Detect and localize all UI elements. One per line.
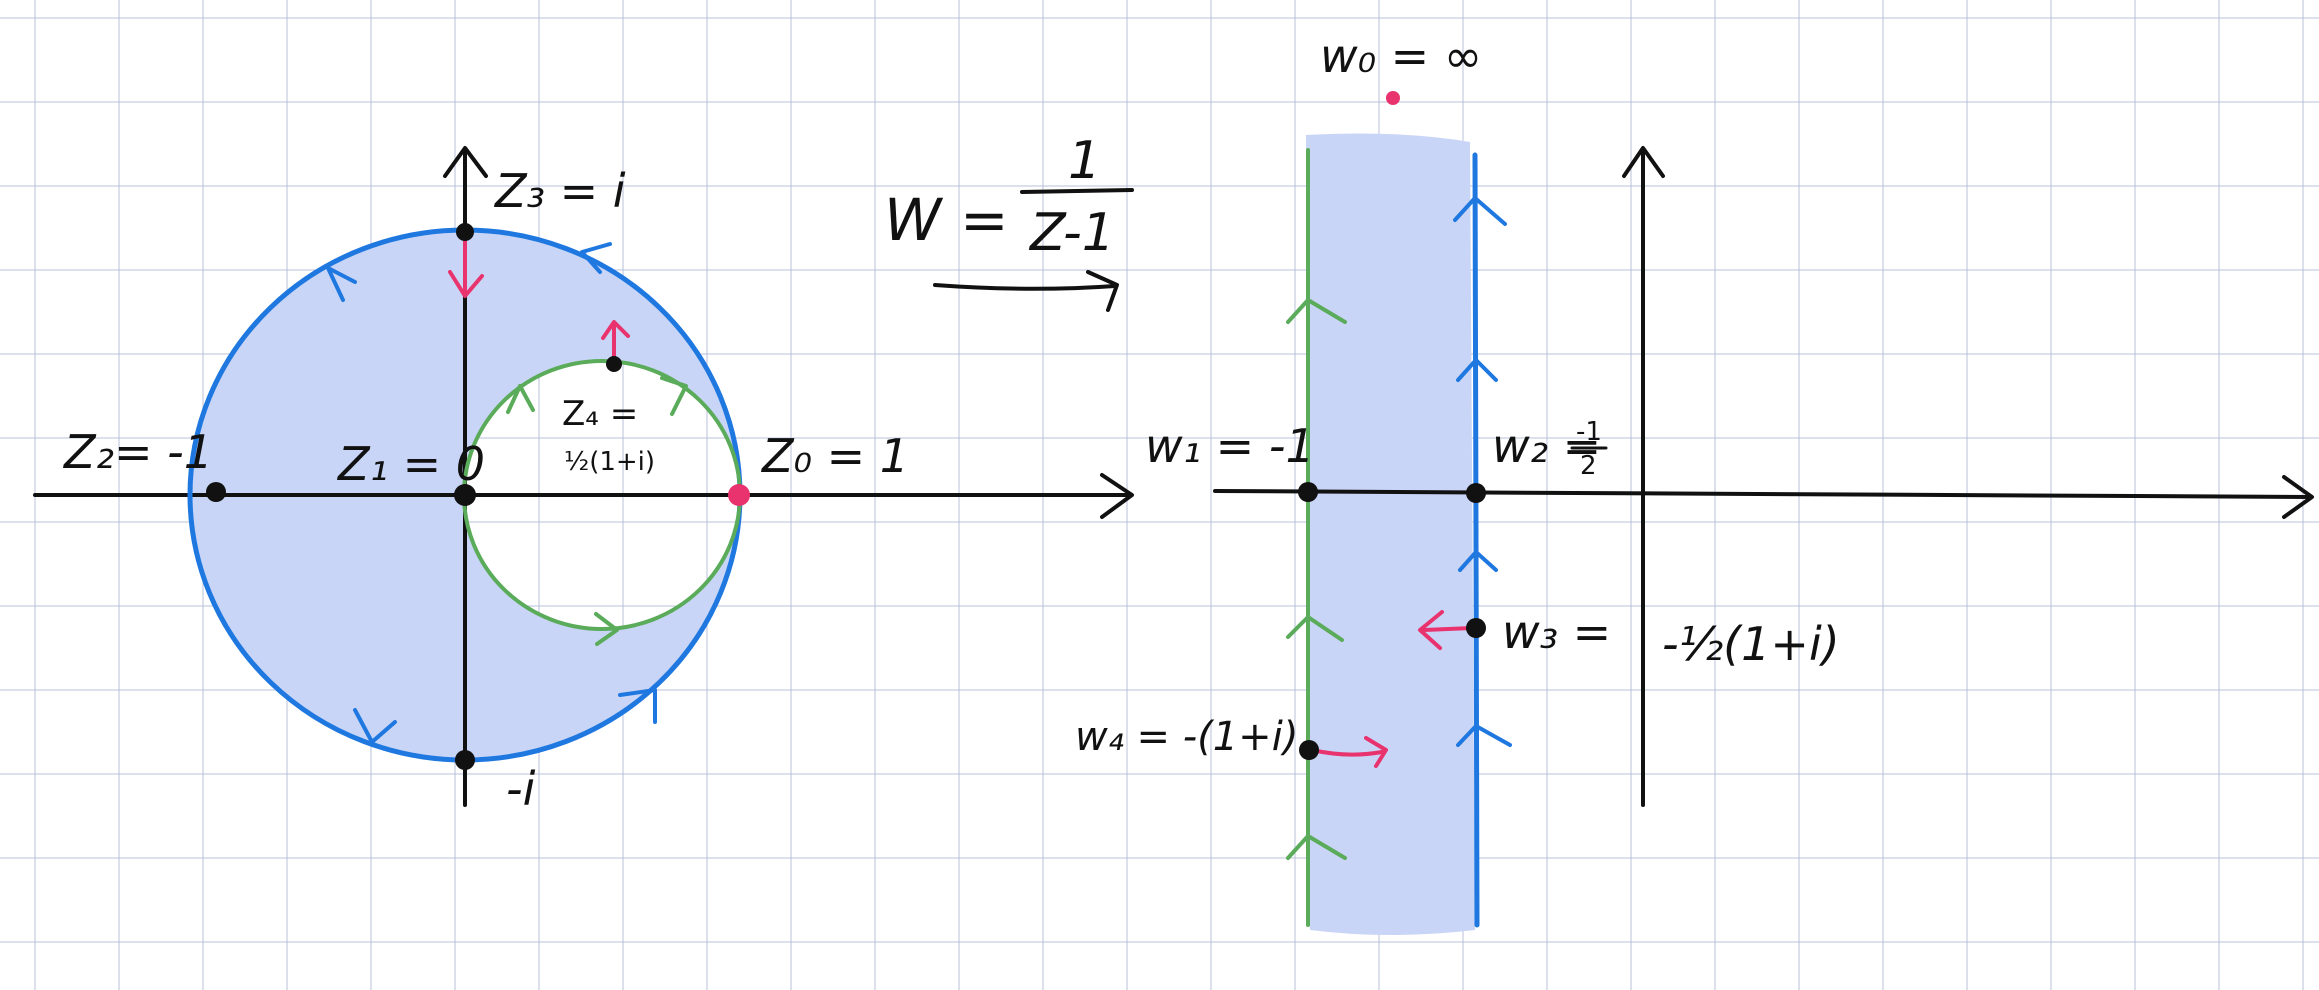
- label-neg-i: -i: [506, 762, 536, 816]
- label-w4: w₄ = -(1+i): [1075, 714, 1298, 760]
- green-orientation-arrow: [506, 384, 535, 414]
- w3-direction-arrowhead: [1418, 610, 1444, 650]
- label-w3: w₃ =: [1502, 605, 1611, 659]
- green-orientation-arrow: [660, 376, 688, 416]
- w-imag-axis-arrowhead: [1622, 146, 1665, 178]
- z-imag-axis-arrowhead: [443, 146, 488, 178]
- point-neg-i: [455, 750, 475, 770]
- formula-equals: =: [960, 186, 1009, 254]
- label-z4: Z₄ =: [562, 394, 638, 434]
- mapping-arrowhead: [1086, 270, 1119, 312]
- formula-fraction-bar: [1020, 188, 1134, 194]
- w-plane: w₀ = ∞ w₁ = -1 w₂ = -1 2 w₃ = -½(1+i) w₄…: [1075, 29, 2314, 935]
- label-z3: Z₃ = i: [493, 164, 626, 218]
- blue-upward-arrow: [1458, 550, 1498, 572]
- z-plane: Z₃ = i Z₂= -1 Z₁ = 0 Z₄ = ½(1+i) Z₀ = 1 …: [33, 146, 1134, 816]
- strip-shaded-region: [1306, 133, 1475, 935]
- label-w1: w₁ = -1: [1145, 419, 1315, 473]
- point-z0-pink: [728, 484, 750, 506]
- point-z4: [606, 356, 622, 372]
- label-w0: w₀ = ∞: [1320, 29, 1482, 83]
- z-real-axis-arrowhead: [1100, 473, 1134, 519]
- blue-orientation-arrow: [353, 708, 397, 744]
- label-w2-denominator: 2: [1580, 451, 1597, 481]
- blue-upward-arrow: [1456, 358, 1498, 382]
- blue-orientation-arrow: [326, 266, 357, 302]
- label-z1: Z₁ = 0: [336, 437, 485, 491]
- label-z2: Z₂= -1: [62, 425, 213, 479]
- point-w2: [1466, 483, 1486, 503]
- w-real-axis-arrowhead: [2282, 475, 2314, 519]
- mapping-formula: W = 1 Z-1: [884, 131, 1134, 312]
- point-w0-infinity: [1386, 91, 1400, 105]
- label-w2-numerator: -1: [1576, 417, 1602, 447]
- point-w4: [1299, 740, 1319, 760]
- point-z2: [206, 482, 226, 502]
- z4-direction-arrowhead: [601, 320, 630, 340]
- annulus-shaded-region: [190, 230, 740, 760]
- w4-direction-arrowhead: [1364, 736, 1388, 768]
- label-w2: w₂ =: [1492, 419, 1601, 473]
- green-upward-arrow: [1286, 298, 1347, 324]
- mapping-arrow: [933, 283, 1117, 291]
- green-upward-arrow: [1286, 615, 1344, 642]
- formula-denominator: Z-1: [1028, 203, 1115, 263]
- formula-w: W: [884, 186, 944, 254]
- label-z4-value: ½(1+i): [564, 447, 655, 477]
- formula-numerator: 1: [1068, 131, 1101, 191]
- point-w1: [1298, 482, 1318, 502]
- z3-direction-arrowhead: [448, 270, 484, 298]
- blue-upward-arrow: [1453, 196, 1507, 226]
- point-w3: [1466, 618, 1486, 638]
- green-upward-arrow: [1286, 834, 1347, 860]
- label-z0: Z₀ = 1: [760, 429, 909, 483]
- blue-orientation-arrow: [618, 688, 657, 724]
- green-orientation-arrow: [594, 612, 619, 646]
- point-z3: [456, 223, 474, 241]
- label-w3-value: -½(1+i): [1662, 617, 1840, 671]
- blue-line-re-minus-half: [1472, 152, 1480, 928]
- w3-direction-arrow: [1422, 626, 1474, 632]
- point-z1: [454, 484, 476, 506]
- w-real-axis: [1213, 489, 2312, 499]
- blue-upward-arrow: [1456, 724, 1512, 747]
- blue-orientation-arrow: [580, 242, 612, 274]
